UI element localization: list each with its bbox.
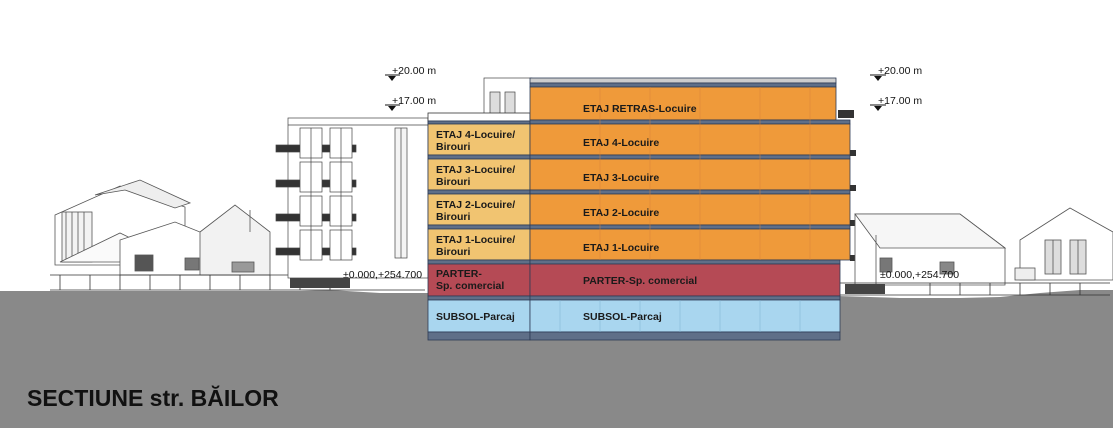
right-neighbour-buildings [854,207,1113,290]
ground-terrain-right [838,290,1113,428]
floor-label-subsol-left: SUBSOL-Parcaj [436,311,515,323]
ground-level-left-label: ±0.000,+254.700 [343,269,422,281]
elevation-label: +20.00 m [878,65,922,77]
floor-label-parter-left: PARTER- [436,268,482,280]
floor-label-etaj4-left-sub: Birouri [436,141,471,153]
elevation-label: +17.00 m [392,95,436,107]
floor-label-etaj4-left: ETAJ 4-Locuire/ [436,129,515,141]
floor-label-etaj1-left: ETAJ 1-Locuire/ [436,234,515,246]
right-fence [840,282,1110,296]
section-right-column [529,77,851,341]
floor-label-etaj2-left-sub: Birouri [436,211,471,223]
floor-label-etaj1-left-sub: Birouri [436,246,471,258]
floor-label-etaj2-left: ETAJ 2-Locuire/ [436,199,515,211]
right-balconies [838,110,856,261]
elevation-label: +20.00 m [392,65,436,77]
floor-label-parter-left-sub: Sp. comercial [436,280,504,292]
floor-label-etaj1-right: ETAJ 1-Locuire [583,242,659,254]
section-left-column [427,120,531,341]
floor-label-retras: ETAJ RETRAS-Locuire [583,103,697,115]
ground-level-right-label: ±0.000,+254.700 [880,269,959,281]
elevation-marker-left-top: +20.00 m [385,65,436,81]
floor-label-etaj4-right: ETAJ 4-Locuire [583,137,659,149]
background-block-left [275,77,533,279]
elevation-marker-right-mid: +17.00 m [870,95,922,111]
left-neighbour-buildings [54,179,271,276]
stair-core-outline [427,112,531,122]
floor-label-etaj3-left-sub: Birouri [436,176,471,188]
floor-label-etaj3-left: ETAJ 3-Locuire/ [436,164,515,176]
elevation-marker-left-mid: +17.00 m [385,95,436,111]
parking-mullions [559,300,801,332]
elevation-marker-right-top: +20.00 m [870,65,922,81]
floor-label-etaj3-right: ETAJ 3-Locuire [583,172,659,184]
drawing-title: SECTIUNE str. BĂILOR [27,384,279,411]
facade-mullions [599,87,811,260]
floor-label-etaj2-right: ETAJ 2-Locuire [583,207,659,219]
ground-terrain [0,290,428,428]
elevation-label: +17.00 m [878,95,922,107]
floor-label-subsol-right: SUBSOL-Parcaj [583,311,662,323]
ground-under-building [428,340,840,428]
floor-label-parter-right: PARTER-Sp. comercial [583,275,697,287]
